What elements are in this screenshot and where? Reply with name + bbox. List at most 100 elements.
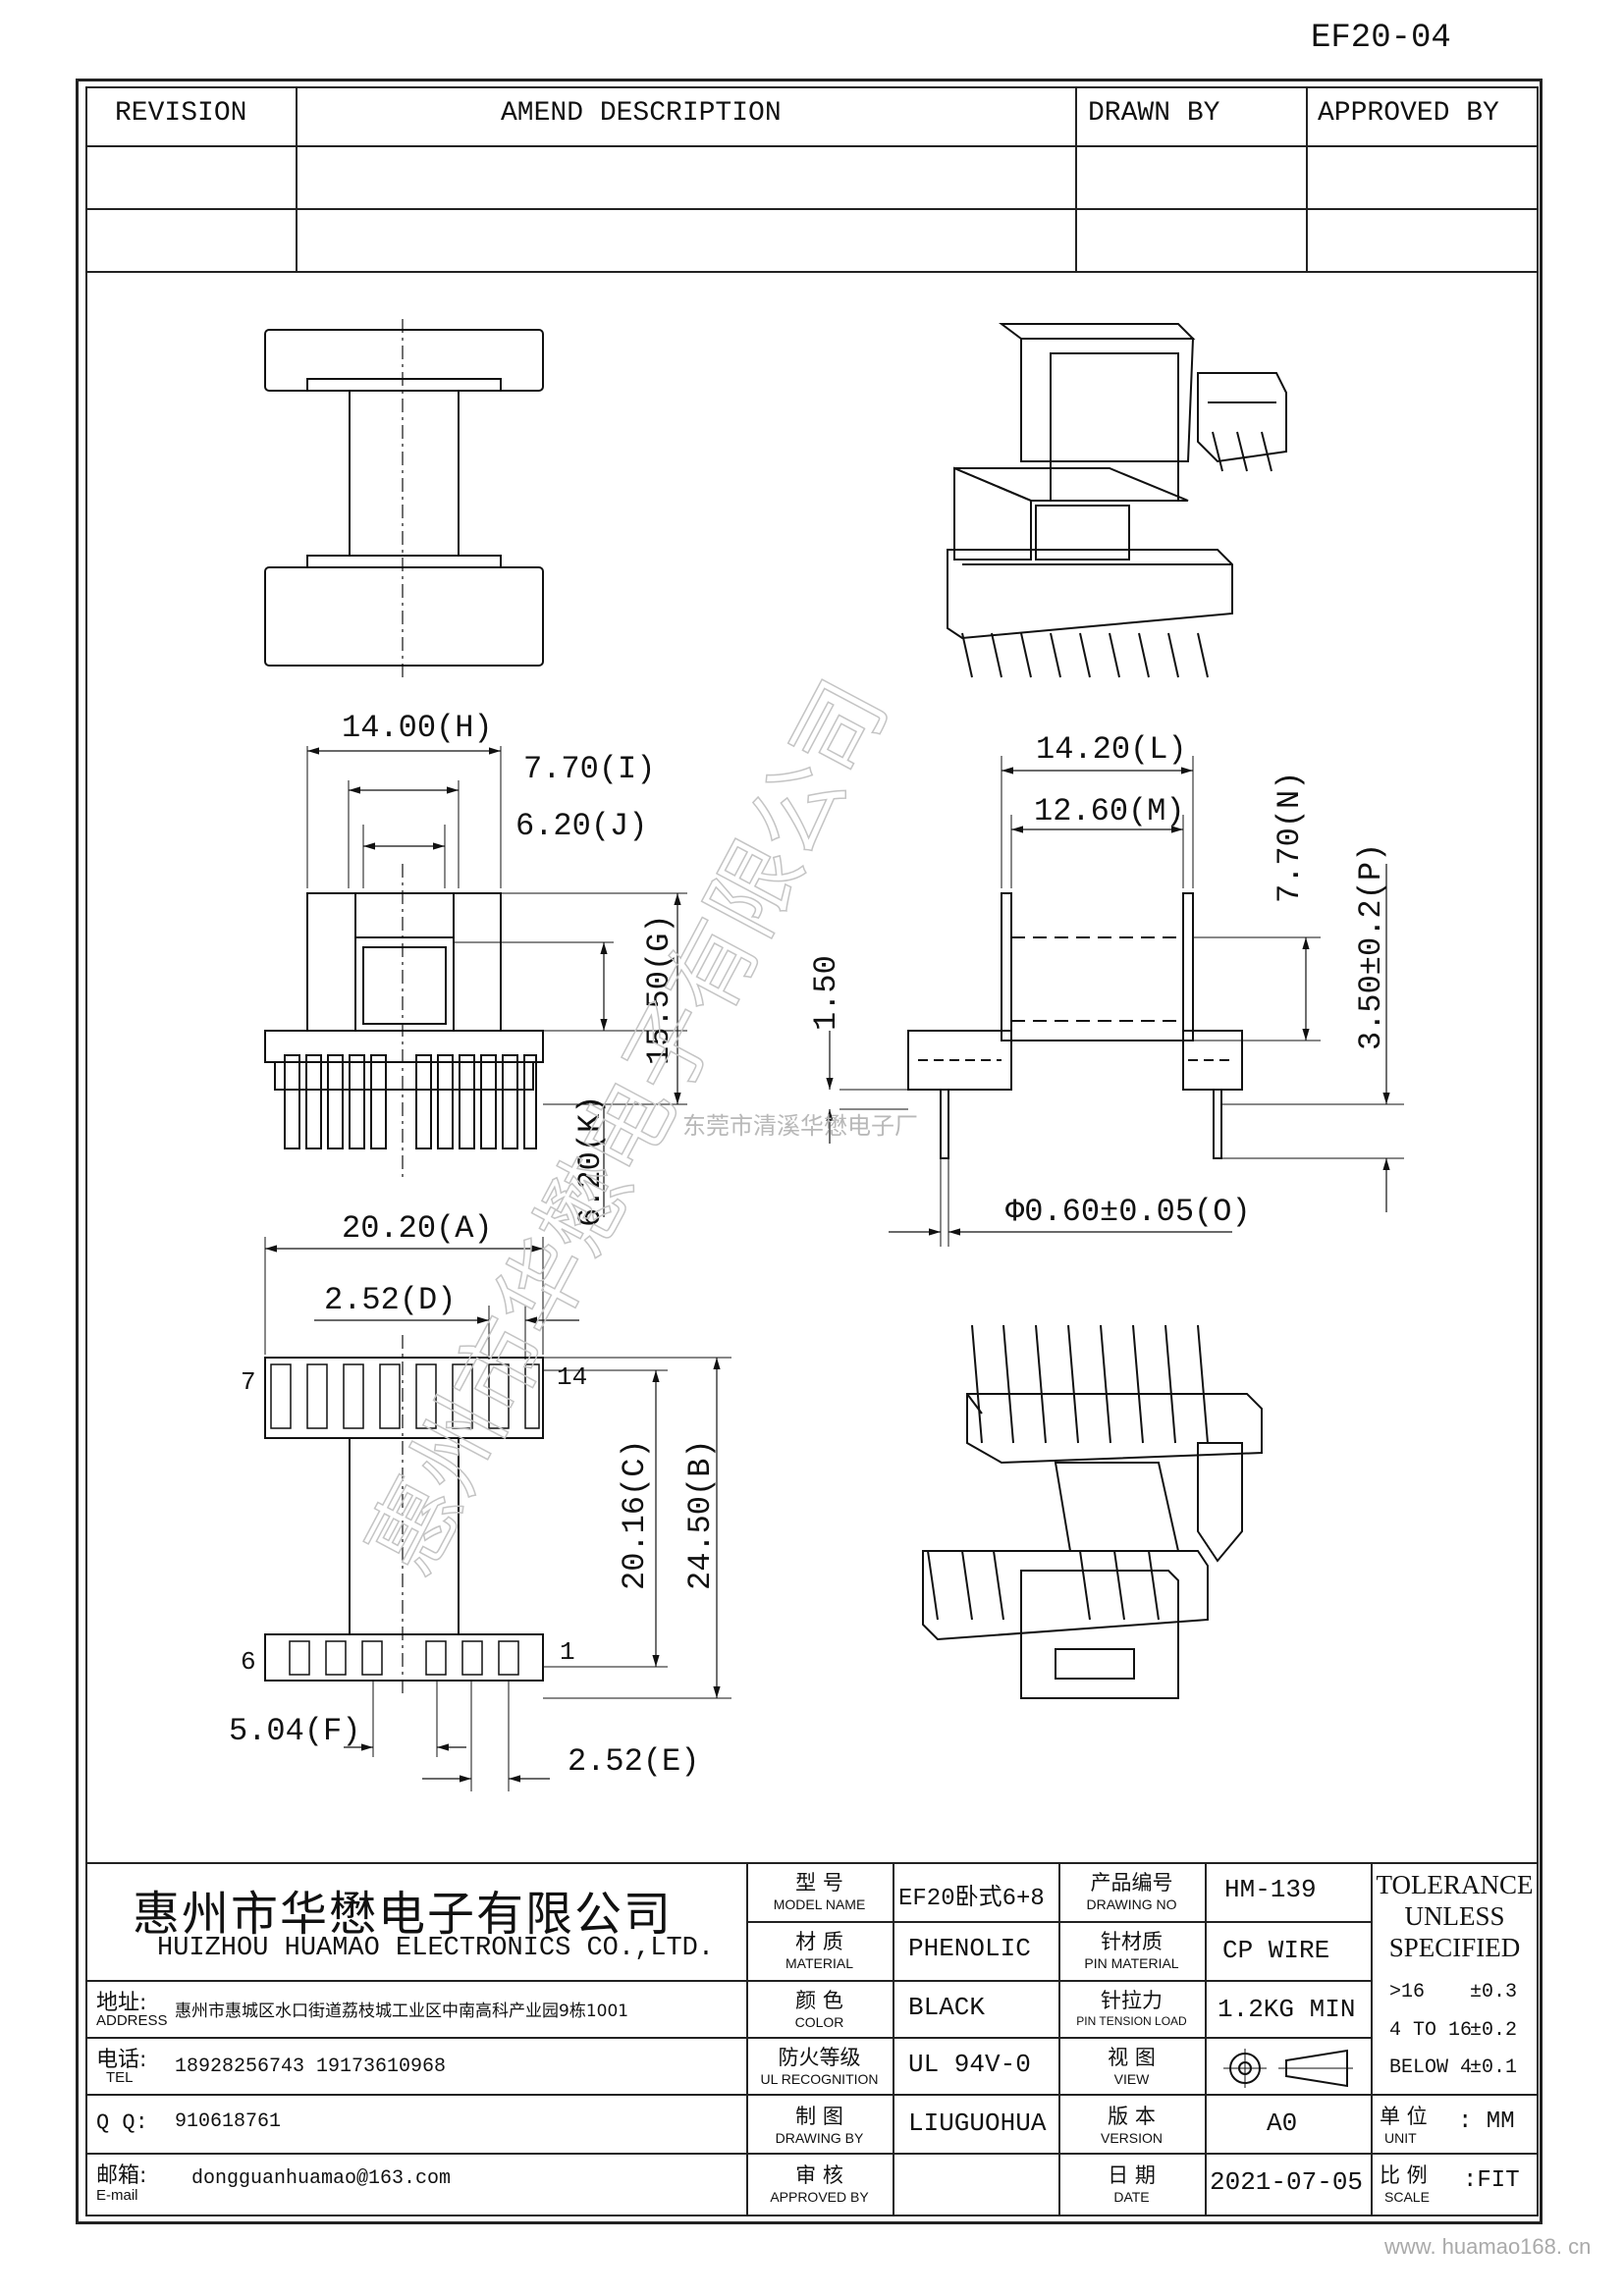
pin-material-label-zh: 针材质 <box>1101 1930 1163 1953</box>
drawing-by-value: LIUGUOHUA <box>908 2109 1047 2138</box>
third-angle-projection-icon <box>1223 2049 1353 2088</box>
model-label-en: MODEL NAME <box>773 1896 866 1912</box>
fire-rating-value: UL 94V-0 <box>908 2050 1031 2079</box>
revision-header: REVISION <box>115 98 247 129</box>
dim-15-50-g: 15.50(G) <box>641 914 677 1065</box>
bobbin-isometric-view-top <box>947 323 1287 678</box>
material-label-zh: 材 质 <box>795 1930 843 1953</box>
color-label-zh: 颜 色 <box>795 1989 843 2012</box>
tolerance-title-line-2: UNLESS <box>1404 1901 1505 1931</box>
approved-by-label-en: APPROVED BY <box>770 2189 869 2205</box>
pin-label-14: 14 <box>557 1362 587 1392</box>
dim-7-70-i: 7.70(I) <box>523 751 655 787</box>
dim-14-00-h: 14.00(H) <box>342 710 493 746</box>
dim-3-50-p: 3.50±0.2(P) <box>1353 843 1389 1050</box>
unit-label-en: UNIT <box>1384 2130 1417 2146</box>
date-value: 2021-07-05 <box>1210 2167 1364 2197</box>
scale-value: :FIT <box>1463 2167 1520 2194</box>
pin-tension-label-en: PIN TENSION LOAD <box>1076 2014 1187 2028</box>
view-label-zh: 视 图 <box>1108 2046 1156 2069</box>
version-label-zh: 版 本 <box>1108 2105 1156 2128</box>
approved-by-label-zh: 审 核 <box>795 2163 843 2187</box>
footer-url: www. huamao168. cn <box>1384 2234 1592 2259</box>
dim-2-52-e: 2.52(E) <box>568 1743 699 1780</box>
fire-rating-label-zh: 防火等级 <box>778 2046 861 2069</box>
tolerance-title-line-3: SPECIFIED <box>1388 1933 1521 1962</box>
scale-label-zh: 比 例 <box>1380 2163 1428 2187</box>
dim-7-70-n: 7.70(N) <box>1272 772 1308 903</box>
bobbin-bottom-view <box>264 1237 731 1791</box>
address-label-zh: 地址: <box>96 1991 147 2015</box>
pin-label-7: 7 <box>241 1367 256 1397</box>
tel-label-en: TEL <box>106 2069 134 2086</box>
drawing-no-value: HM-139 <box>1224 1875 1317 1904</box>
email-label-en: E-mail <box>96 2187 138 2204</box>
version-value: A0 <box>1267 2109 1298 2138</box>
model-label-zh: 型 号 <box>795 1871 843 1895</box>
bobbin-side-view <box>826 756 1404 1247</box>
tolerance-value-2: ±0.2 <box>1470 2019 1518 2042</box>
email-label-zh: 邮箱: <box>96 2163 147 2188</box>
approved-by-header: APPROVED BY <box>1318 98 1499 129</box>
date-label-en: DATE <box>1113 2189 1150 2205</box>
tel-value: 18928256743 19173610968 <box>175 2056 447 2078</box>
dim-20-20-a: 20.20(A) <box>342 1210 493 1247</box>
drawing-frame-outer <box>76 79 1543 2224</box>
dim-14-20-l: 14.20(L) <box>1036 731 1187 768</box>
tolerance-value-3: ±0.1 <box>1470 2056 1518 2079</box>
view-label-en: VIEW <box>1113 2071 1150 2087</box>
dim-24-50-b: 24.50(B) <box>682 1439 719 1590</box>
drawn-by-header: DRAWN BY <box>1088 98 1220 129</box>
email-value: dongguanhuamao@163.com <box>191 2167 452 2190</box>
dim-20-16-c: 20.16(C) <box>617 1439 653 1590</box>
sheet-id: EF20-04 <box>1311 20 1451 57</box>
drawing-no-label-en: DRAWING NO <box>1086 1896 1177 1912</box>
dim-6-20-k: 6.20(K) <box>572 1095 609 1227</box>
technical-drawing: 14.00(H) 7.70(I) 6.20(J) 15.50(G) 6.20(K… <box>229 319 1404 1791</box>
fire-rating-label-en: UL RECOGNITION <box>760 2071 879 2087</box>
dim-0-60-o: Φ0.60±0.05(O) <box>1005 1194 1251 1230</box>
tolerance-value-1: ±0.3 <box>1470 1981 1518 2003</box>
amend-description-header: AMEND DESCRIPTION <box>501 98 782 129</box>
dim-12-60-m: 12.60(M) <box>1034 793 1185 829</box>
pin-tension-value: 1.2KG MIN <box>1218 1995 1356 2024</box>
pin-label-6: 6 <box>241 1647 256 1677</box>
material-value: PHENOLIC <box>908 1934 1031 1963</box>
color-label-en: COLOR <box>794 2014 844 2030</box>
bobbin-isometric-view-bottom <box>922 1324 1263 1699</box>
pin-label-1: 1 <box>560 1637 575 1667</box>
pin-tension-label-zh: 针拉力 <box>1101 1989 1163 2012</box>
tolerance-title: TOLERANCE UNLESS SPECIFIED <box>1371 1869 1539 1963</box>
drawing-by-label-en: DRAWING BY <box>775 2130 864 2146</box>
version-label-en: VERSION <box>1100 2130 1163 2146</box>
bobbin-front-view <box>264 746 687 1217</box>
drawing-by-label-zh: 制 图 <box>795 2105 843 2128</box>
material-label-en: MATERIAL <box>785 1955 853 1971</box>
scale-label-en: SCALE <box>1384 2189 1430 2205</box>
address-value: 惠州市惠城区水口街道荔枝城工业区中南高科产业园9栋1001 <box>175 2002 629 2021</box>
pin-material-value: CP WIRE <box>1222 1936 1330 1965</box>
date-label-zh: 日 期 <box>1108 2163 1156 2187</box>
dim-5-04-f: 5.04(F) <box>229 1713 360 1749</box>
bobbin-top-view <box>264 319 544 677</box>
pin-material-label-en: PIN MATERIAL <box>1084 1955 1179 1971</box>
tolerance-title-line-1: TOLERANCE <box>1376 1870 1534 1899</box>
tolerance-range-3: BELOW 4 <box>1389 2056 1473 2079</box>
color-value: BLACK <box>908 1993 986 2022</box>
drawing-frame-inner <box>85 86 1539 2216</box>
unit-value: : MM <box>1458 2109 1515 2135</box>
drawing-no-label-zh: 产品编号 <box>1090 1871 1173 1895</box>
tolerance-range-1: >16 <box>1389 1981 1426 2003</box>
dim-1-50: 1.50 <box>808 955 844 1031</box>
model-value: EF20卧式6+8 <box>898 1886 1045 1912</box>
dim-6-20-j: 6.20(J) <box>515 808 647 844</box>
company-name-zh: 惠州市华懋电子有限公司 <box>133 1887 674 1942</box>
company-name-en: HUIZHOU HUAMAO ELECTRONICS CO.,LTD. <box>157 1934 715 1963</box>
address-label-en: ADDRESS <box>96 2012 168 2029</box>
dim-2-52-d: 2.52(D) <box>324 1282 456 1318</box>
qq-label: Q Q: <box>96 2110 148 2135</box>
qq-value: 910618761 <box>175 2110 282 2133</box>
unit-label-zh: 单 位 <box>1380 2105 1428 2128</box>
tolerance-range-2: 4 TO 16 <box>1389 2019 1473 2042</box>
watermark-factory: 东莞市清溪华懋电子厂 <box>682 1112 918 1140</box>
